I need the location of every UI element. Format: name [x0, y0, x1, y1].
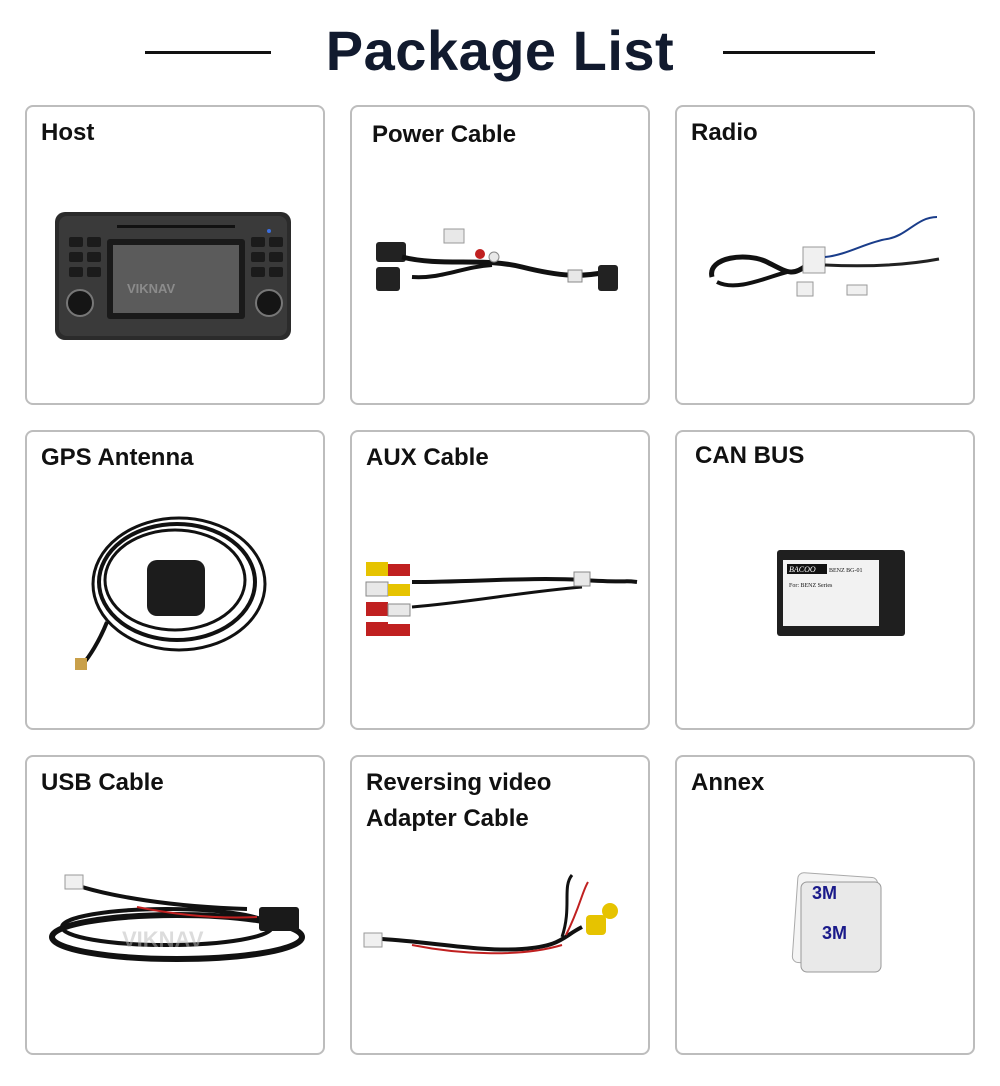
item-label: CAN BUS: [695, 442, 805, 469]
item-label-line2: Adapter Cable: [366, 805, 529, 832]
svg-text:BENZ BG-01: BENZ BG-01: [829, 568, 863, 574]
power-cable-image: [376, 228, 618, 291]
header: Package List: [0, 0, 1000, 100]
svg-text:BACOO: BACOO: [789, 565, 816, 574]
header-rule-left: [145, 51, 271, 54]
item-card-gps-antenna: GPS Antenna: [25, 430, 325, 730]
svg-text:VIKNAV: VIKNAV: [122, 927, 204, 952]
page-title: Package List: [325, 19, 675, 82]
item-card-can-bus: CAN BUS BACOO BENZ BG-01 For: BENZ Serie…: [675, 430, 975, 730]
tape-pads-image: 3M 3M: [791, 872, 882, 973]
can-bus-box-image: BACOO BENZ BG-01 For: BENZ Series: [777, 550, 905, 636]
item-label: Radio: [691, 119, 758, 146]
svg-text:3M: 3M: [812, 883, 837, 903]
item-card-annex: Annex 3M 3M: [675, 755, 975, 1055]
item-label: USB Cable: [41, 769, 164, 796]
item-card-usb-cable: USB Cable VIKNAV: [25, 755, 325, 1055]
usb-cable-image: VIKNAV: [49, 874, 305, 962]
aux-cable-image: [365, 562, 638, 636]
radio-cable-image: [709, 216, 940, 297]
item-card-radio: Radio: [675, 105, 975, 405]
item-label: Power Cable: [372, 121, 517, 148]
item-label: Annex: [691, 769, 765, 796]
svg-text:3M: 3M: [822, 923, 847, 943]
item-label: AUX Cable: [366, 444, 489, 471]
header-rule-right: [723, 51, 875, 54]
svg-text:VIKNAV: VIKNAV: [127, 281, 175, 296]
item-card-reversing-video-cable: Reversing video Adapter Cable: [350, 755, 650, 1055]
item-card-aux-cable: AUX Cable: [350, 430, 650, 730]
svg-text:For: BENZ Series: For: BENZ Series: [789, 583, 833, 589]
gps-antenna-image: [75, 516, 267, 670]
item-label: GPS Antenna: [41, 444, 194, 471]
item-card-power-cable: Power Cable: [350, 105, 650, 405]
item-card-host: Host VIKNAV: [25, 105, 325, 405]
item-label-line1: Reversing video: [366, 769, 552, 796]
item-label: Host: [41, 119, 95, 146]
reversing-cable-image: [363, 874, 618, 955]
car-stereo-image: VIKNAV: [55, 212, 291, 340]
